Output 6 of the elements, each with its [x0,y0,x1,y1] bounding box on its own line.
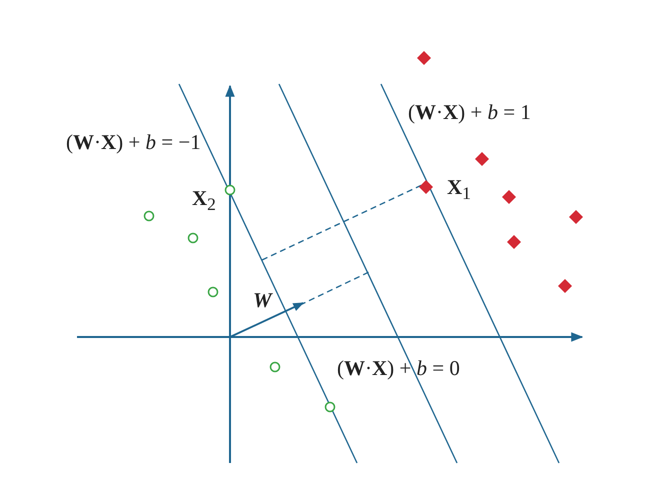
vector-label: W [253,290,272,311]
equation-label: (W·X) + b = 1 [408,102,531,123]
point-label: X$_{2}$ [192,188,216,214]
point-label: X$_{1}$ [447,177,471,203]
equation-label: (W·X) + b = −1 [66,132,201,153]
equation-label: (W·X) + b = 0 [337,358,460,379]
